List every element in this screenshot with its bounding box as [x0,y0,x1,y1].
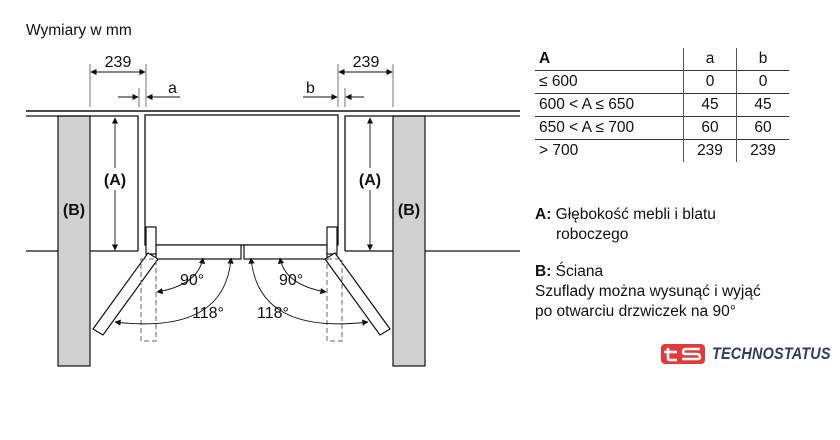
legend-a: A: Głębokość mebli i blatu roboczego [535,205,716,245]
table-row: ≤ 600 0 0 [535,70,789,94]
table-cell-a: 239 [683,139,737,162]
cabinet-right [344,115,520,251]
fridge-body [144,114,339,246]
table-row: 650 < A ≤ 700 60 60 [535,116,789,140]
installation-diagram: 90° 118° 90° 118° (A) (A) (B) (B) 239 a … [26,54,520,367]
gap-a-label: a [168,80,177,97]
arc-118-left [114,257,234,326]
table-cell-range: 650 < A ≤ 700 [539,119,635,136]
table-cell-range: > 700 [539,142,579,159]
table-cell-a: 60 [683,116,737,140]
legend-a-text-line1: Głębokość mebli i blatu [555,206,716,223]
table-cell-b: 45 [736,93,789,117]
clearance-table: A a b ≤ 600 0 0 600 < A ≤ 650 45 45 650 … [535,48,789,162]
table-cell-range: ≤ 600 [539,73,578,90]
gap-b-label: b [306,80,315,97]
hinge-right [326,226,338,255]
legend-b: B: Ściana Szuflady można wysunąć i wyjąć… [535,262,761,322]
table-row: > 700 239 239 [535,139,789,162]
table-row: 600 < A ≤ 650 45 45 [535,93,789,117]
table-cell-b: 60 [736,116,789,140]
legend-a-text-line2: roboczego [556,226,629,243]
angle-118-right-label: 118° [257,305,289,322]
cabinet-left [26,115,139,251]
table-cell-range: 600 < A ≤ 650 [539,96,635,113]
depth-label-left: (A) [104,172,126,189]
legend-a-key: A: [535,206,552,223]
angle-90-right-label: 90° [279,272,303,289]
table-cell-a: 0 [683,70,737,94]
ts-logo-mark-icon [661,344,705,364]
table-cell-a: 45 [683,93,737,117]
table-cell-b: 239 [736,139,789,162]
dim-239-left-label: 239 [105,54,132,71]
table-header-a-depth: A [539,50,551,67]
table-header-a: a [683,48,737,71]
table-header-b: b [736,48,789,71]
depth-label-right: (A) [359,172,381,189]
dim-239-right-label: 239 [353,54,380,71]
legend-note-line2: po otwarciu drzwiczek na 90° [535,303,736,320]
table-cell-b: 0 [736,70,789,94]
wall-right [392,115,426,367]
table-header-row: A a b [535,48,789,71]
diagram-title: Wymiary w mm [26,22,132,39]
drawer-right [243,244,328,260]
logo-name: TECHNOSTATUS [712,344,831,363]
legend-b-text: Ściana [555,263,604,280]
wall-left [57,115,91,367]
drawer-left [155,244,242,260]
legend-b-key: B: [535,263,552,280]
technostatus-logo: TECHNOSTATUS [660,343,840,365]
arc-118-right [248,257,369,326]
angle-90-left-label: 90° [180,272,204,289]
legend-note-line1: Szuflady można wysunąć i wyjąć [535,283,761,300]
wall-label-left: (B) [63,202,85,219]
angle-118-left-label: 118° [192,305,224,322]
wall-label-right: (B) [398,202,420,219]
hinge-left [145,226,157,255]
